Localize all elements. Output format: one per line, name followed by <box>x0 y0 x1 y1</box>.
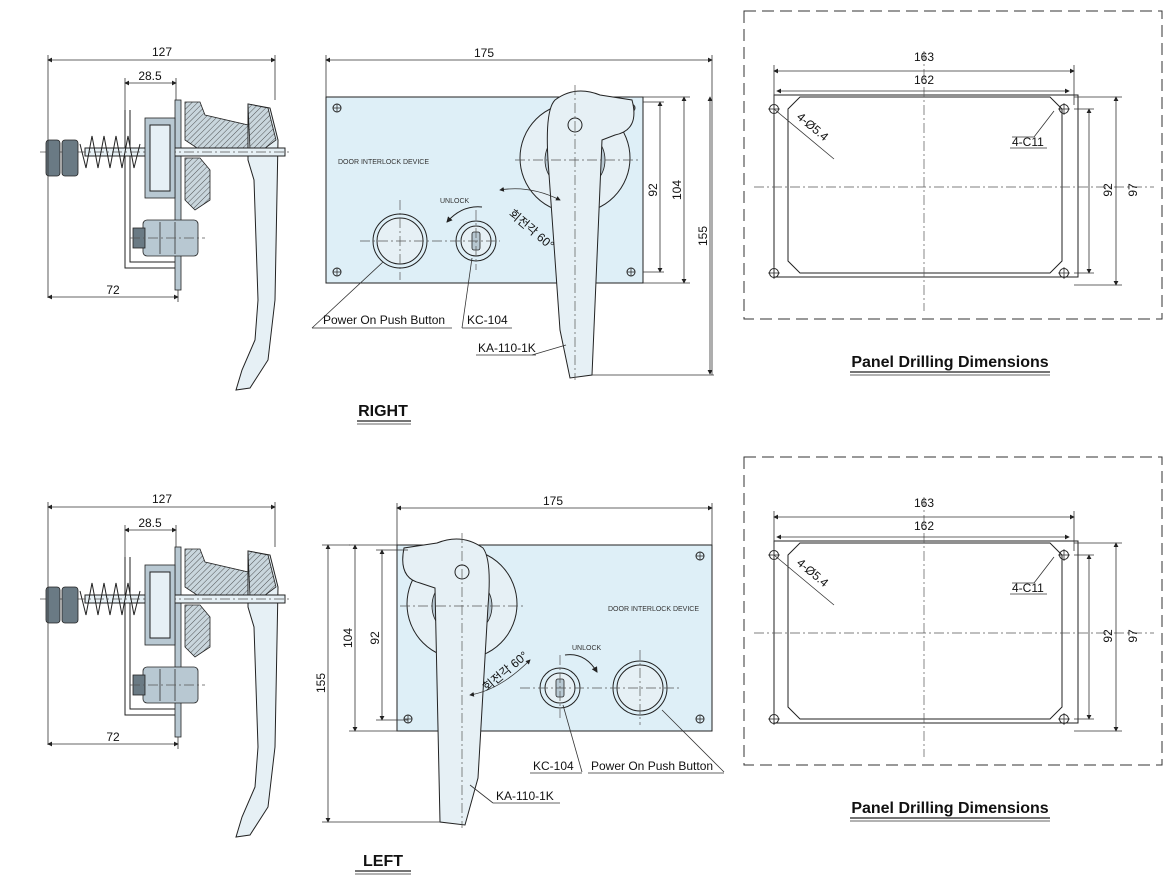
dim-97-drill-bottom: 97 <box>1126 629 1140 643</box>
view-title-right: RIGHT <box>358 403 408 420</box>
corner-label-top: 4-C11 <box>1012 135 1044 149</box>
hole-label-bottom: 4-Ø5.4 <box>794 556 831 591</box>
drilling-title-top: Panel Drilling Dimensions <box>851 354 1048 371</box>
corner-label-bottom: 4-C11 <box>1012 581 1044 595</box>
unlock-text-top: UNLOCK <box>440 198 470 205</box>
device-text-bottom: DOOR INTERLOCK DEVICE <box>608 606 699 613</box>
side-view-left <box>39 546 291 838</box>
dim-72-top: 72 <box>106 283 120 297</box>
key-label-bottom: KC-104 <box>533 759 574 773</box>
dim-92-front-bottom: 92 <box>368 631 382 645</box>
drilling-title-bottom: Panel Drilling Dimensions <box>851 800 1048 817</box>
dim-104-front-bottom: 104 <box>341 628 355 648</box>
dim-175-top: 175 <box>474 46 494 60</box>
dim-127-top: 127 <box>152 45 172 59</box>
dim-104-front-top: 104 <box>670 180 684 200</box>
dim-162-bottom: 162 <box>914 519 934 533</box>
front-view-left <box>396 533 713 828</box>
hole-label-top: 4-Ø5.4 <box>794 110 831 145</box>
push-button-label-top: Power On Push Button <box>323 313 445 327</box>
dim-155-front-top: 155 <box>696 226 710 246</box>
drilling-view-bottom <box>744 457 1162 765</box>
dim-163-bottom: 163 <box>914 496 934 510</box>
dim-72-bottom: 72 <box>106 730 120 744</box>
key-label-top: KC-104 <box>467 313 508 327</box>
side-view-right <box>39 99 291 391</box>
dim-28-5-bottom: 28.5 <box>138 516 162 530</box>
dim-163-top: 163 <box>914 50 934 64</box>
front-view-right <box>325 85 644 380</box>
dim-28-5-top: 28.5 <box>138 69 162 83</box>
dim-127-bottom: 127 <box>152 492 172 506</box>
handle-label-bottom: KA-110-1K <box>496 789 554 803</box>
drilling-view-top <box>744 11 1162 319</box>
device-text-top: DOOR INTERLOCK DEVICE <box>338 159 429 166</box>
dim-92-drill-bottom: 92 <box>1101 629 1115 643</box>
push-button-label-bottom: Power On Push Button <box>591 759 713 773</box>
dim-92-drill-top: 92 <box>1101 183 1115 197</box>
dim-92-front-top: 92 <box>646 183 660 197</box>
dim-162-top: 162 <box>914 73 934 87</box>
unlock-text-bottom: UNLOCK <box>572 645 602 652</box>
handle-label-top: KA-110-1K <box>478 341 536 355</box>
dim-155-front-bottom: 155 <box>314 673 328 693</box>
dim-175-bottom: 175 <box>543 494 563 508</box>
dim-97-drill-top: 97 <box>1126 183 1140 197</box>
view-title-left: LEFT <box>363 853 403 870</box>
